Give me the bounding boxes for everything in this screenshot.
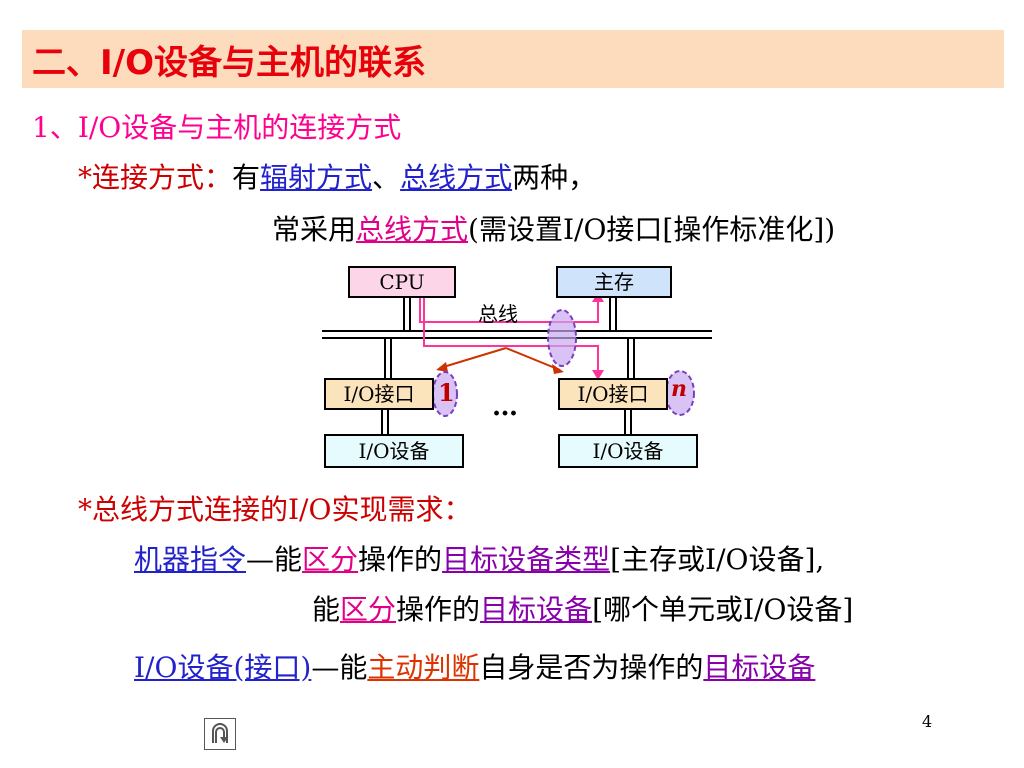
connection-prefix: 有 — [232, 161, 261, 194]
req1-dash: —能 — [246, 543, 303, 576]
io-device-interface-link[interactable]: I/O设备(接口) — [134, 651, 312, 684]
requirement-line-1: 机器指令—能区分操作的目标设备类型[主存或I/O设备], — [134, 538, 824, 578]
connection-suffix: 两种， — [512, 161, 597, 194]
target-device-link[interactable]: 目标设备 — [480, 593, 593, 626]
bus-link[interactable]: 总线方式 — [400, 161, 513, 194]
return-arrow-icon — [212, 723, 228, 743]
radial-link[interactable]: 辐射方式 — [260, 161, 373, 194]
connection-line-2: 常采用总线方式(需设置I/O接口[操作标准化]) — [272, 208, 835, 248]
connection-bullet: *连接方式： — [78, 161, 233, 194]
page-number: 4 — [922, 712, 933, 731]
io-device-1: I/O设备 — [324, 434, 464, 468]
requirement-line-3: I/O设备(接口)—能主动判断自身是否为操作的目标设备 — [134, 646, 815, 686]
distinguish-link-2[interactable]: 区分 — [340, 593, 397, 626]
line2-prefix: 常采用 — [272, 213, 357, 246]
bus-highlight-ellipse — [547, 309, 577, 367]
io-interface-1: I/O接口 — [324, 378, 434, 410]
machine-instruction-link[interactable]: 机器指令 — [134, 543, 247, 576]
distinguish-link-1[interactable]: 区分 — [302, 543, 359, 576]
target-device-link-2[interactable]: 目标设备 — [703, 651, 816, 684]
req1-bracket: [主存或I/O设备], — [610, 543, 825, 576]
section-heading: 1、I/O设备与主机的连接方式 — [32, 111, 402, 144]
interface-number-1: 1 — [438, 378, 455, 407]
return-button[interactable] — [204, 718, 236, 750]
req3-mid: 自身是否为操作的 — [479, 651, 704, 684]
memory-box: 主存 — [556, 266, 672, 298]
active-judge-link[interactable]: 主动判断 — [367, 651, 480, 684]
cpu-box: CPU — [348, 266, 456, 298]
req2-prefix: 能 — [312, 593, 341, 626]
requirements-heading: *总线方式连接的I/O实现需求： — [78, 493, 472, 526]
req2-bracket: [哪个单元或I/O设备] — [592, 593, 854, 626]
connection-line-1: *连接方式：有辐射方式、总线方式两种， — [78, 156, 596, 196]
line2-suffix: (需设置I/O接口[操作标准化]) — [468, 213, 836, 246]
iface1-highlight-ellipse — [432, 371, 458, 417]
interface-number-n: n — [671, 376, 687, 402]
requirement-line-2: 能区分操作的目标设备[哪个单元或I/O设备] — [312, 588, 853, 628]
bus-label: 总线 — [478, 302, 518, 326]
target-device-type-link[interactable]: 目标设备类型 — [442, 543, 611, 576]
req2-op: 操作的 — [396, 593, 481, 626]
diagram-ellipsis: … — [492, 392, 518, 422]
io-device-n: I/O设备 — [558, 434, 698, 468]
req1-op: 操作的 — [358, 543, 443, 576]
title-bar — [22, 30, 1004, 88]
line2-bus-link[interactable]: 总线方式 — [356, 213, 469, 246]
req3-dash: —能 — [311, 651, 368, 684]
io-interface-n: I/O接口 — [558, 378, 668, 410]
slide-title: 二、I/O设备与主机的联系 — [32, 43, 426, 83]
connection-sep: 、 — [372, 161, 401, 194]
